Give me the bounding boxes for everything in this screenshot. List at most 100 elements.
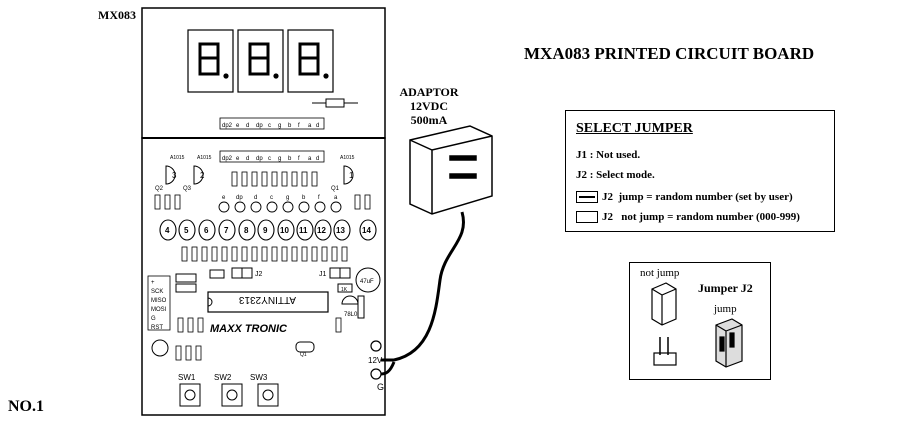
- svg-text:g: g: [278, 156, 281, 162]
- adaptor-line-1: ADAPTOR: [399, 85, 459, 99]
- svg-text:7: 7: [224, 226, 229, 235]
- jumper-picture-box: not jump Jumper J2 jump: [629, 262, 771, 380]
- svg-text:J1: J1: [319, 271, 327, 278]
- adaptor-cable: [382, 211, 465, 362]
- jump-text: jump = random number (set by user): [618, 191, 793, 203]
- adaptor-label: ADAPTOR 12VDC 500mA: [396, 85, 462, 127]
- svg-text:G: G: [377, 382, 384, 392]
- svg-text:Q2: Q2: [155, 186, 164, 192]
- svg-text:Q3: Q3: [183, 186, 192, 192]
- svg-text:SW3: SW3: [250, 373, 268, 382]
- svg-text:J2: J2: [255, 271, 263, 278]
- svg-text:b: b: [288, 123, 292, 129]
- svg-text:MAXX TRONIC: MAXX TRONIC: [210, 323, 288, 335]
- svg-text:d: d: [316, 123, 319, 129]
- jump-row: J2 jump = random number (set by user): [576, 191, 793, 204]
- svg-text:10: 10: [280, 226, 289, 235]
- notjump-j2-label: J2: [602, 211, 613, 223]
- seven-segment-displays: [187, 29, 334, 93]
- svg-text:6: 6: [204, 226, 209, 235]
- svg-text:b: b: [288, 156, 292, 162]
- svg-text:1: 1: [349, 171, 354, 180]
- svg-text:8: 8: [244, 226, 249, 235]
- page-number: NO.1: [8, 398, 44, 415]
- jumper-on-illustration: [715, 318, 743, 368]
- svg-text:A1015: A1015: [340, 155, 355, 161]
- svg-text:12V: 12V: [368, 356, 383, 365]
- svg-text:d: d: [316, 156, 319, 162]
- jump-j2-label: J2: [602, 191, 613, 203]
- j1-description: J1 : Not used.: [576, 149, 641, 161]
- svg-text:dp2: dp2: [222, 156, 233, 162]
- svg-text:Q1: Q1: [300, 352, 307, 358]
- j2-description: J2 : Select mode.: [576, 169, 655, 181]
- jumper-off-icon: [576, 211, 598, 224]
- adaptor-line-2: 12VDC: [410, 99, 448, 113]
- segment-header-top: [219, 117, 325, 163]
- notjump-text: not jump = random number (000-999): [621, 211, 800, 223]
- svg-text:c: c: [268, 156, 271, 162]
- svg-text:SW1: SW1: [178, 373, 196, 382]
- svg-text:d: d: [254, 195, 257, 201]
- select-jumper-heading: SELECT JUMPER: [576, 121, 693, 136]
- svg-text:f: f: [298, 123, 300, 129]
- svg-text:SCK: SCK: [151, 289, 163, 295]
- svg-text:e: e: [236, 156, 240, 162]
- svg-text:2: 2: [200, 171, 205, 180]
- svg-text:dp: dp: [256, 123, 263, 129]
- svg-text:9: 9: [263, 226, 268, 235]
- svg-text:a: a: [308, 156, 312, 162]
- ic-attiny2313: ATTINY2313: [207, 291, 329, 313]
- jumper-on-icon: [576, 191, 598, 204]
- svg-text:a: a: [308, 123, 312, 129]
- svg-text:Q1: Q1: [331, 186, 340, 192]
- svg-text:13: 13: [336, 226, 345, 235]
- switches: [179, 383, 279, 407]
- svg-text:47uF: 47uF: [360, 279, 374, 285]
- svg-text:MISO: MISO: [151, 298, 167, 304]
- svg-text:g: g: [286, 195, 289, 201]
- svg-text:MOSI: MOSI: [151, 307, 167, 313]
- jumper-off-illustration: [651, 282, 677, 366]
- isp-header: [147, 275, 171, 331]
- svg-text:c: c: [270, 195, 273, 201]
- svg-text:12: 12: [317, 226, 326, 235]
- svg-text:ATTINY2313: ATTINY2313: [239, 294, 296, 305]
- transistor-q2: [165, 165, 176, 185]
- board-model-label: MX083: [98, 8, 136, 22]
- svg-text:d: d: [246, 123, 249, 129]
- jump-label: jump: [714, 303, 737, 315]
- svg-text:A1015: A1015: [197, 155, 212, 161]
- svg-text:dp: dp: [256, 156, 263, 162]
- pin-label: dp2: [222, 123, 233, 129]
- transistor-q3: [193, 165, 204, 185]
- svg-text:b: b: [302, 195, 306, 201]
- svg-text:a: a: [334, 195, 338, 201]
- svg-text:e: e: [222, 195, 226, 201]
- svg-text:11: 11: [299, 226, 308, 235]
- svg-text:g: g: [278, 123, 281, 129]
- svg-text:3: 3: [172, 171, 177, 180]
- transistor-q1: [343, 165, 354, 185]
- adaptor-line-3: 500mA: [410, 113, 448, 127]
- svg-text:f: f: [318, 195, 320, 201]
- power-adaptor: [409, 125, 493, 215]
- page-title: MXA083 PRINTED CIRCUIT BOARD: [524, 44, 815, 63]
- svg-text:5: 5: [184, 226, 189, 235]
- svg-text:4: 4: [165, 226, 170, 235]
- svg-text:SW2: SW2: [214, 373, 232, 382]
- svg-text:d: d: [246, 156, 249, 162]
- svg-text:c: c: [268, 123, 271, 129]
- select-jumper-box: SELECT JUMPER J1 : Not used. J2 : Select…: [565, 110, 835, 232]
- svg-text:A1015: A1015: [170, 155, 185, 161]
- svg-text:RST: RST: [151, 325, 163, 331]
- svg-text:+: +: [151, 280, 155, 286]
- jumper-j2-title: Jumper J2: [698, 281, 753, 295]
- svg-text:e: e: [236, 123, 240, 129]
- notjump-row: J2 not jump = random number (000-999): [576, 211, 800, 224]
- led-row: [159, 219, 377, 241]
- svg-text:dp: dp: [236, 195, 243, 201]
- not-jump-label: not jump: [640, 267, 680, 279]
